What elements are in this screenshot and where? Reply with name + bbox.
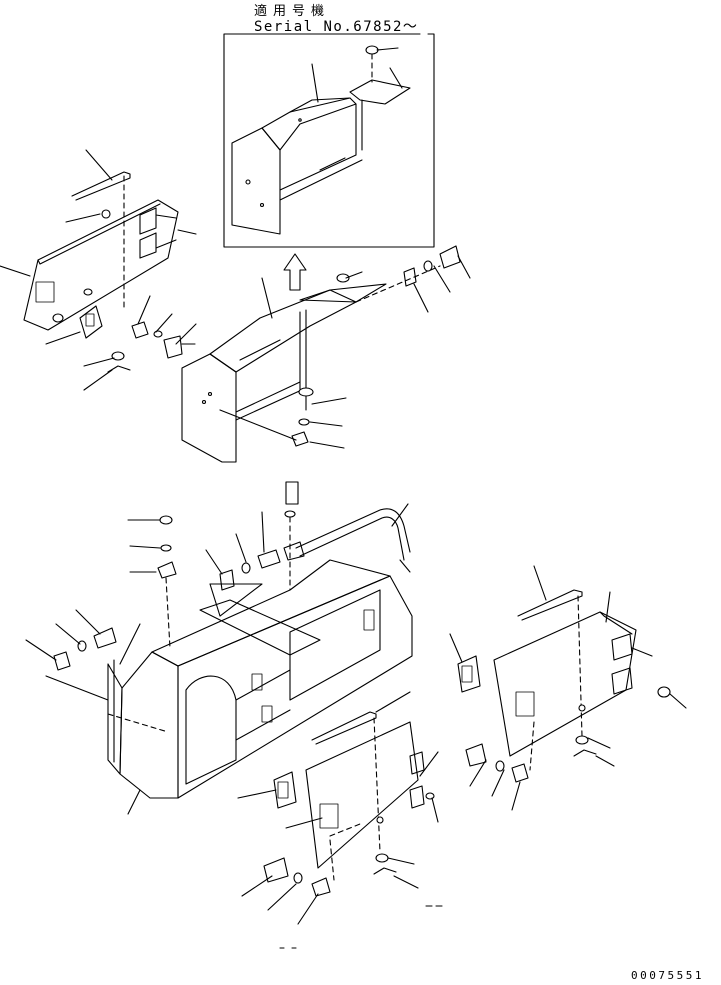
lower-cover	[237, 691, 443, 949]
inset-frame	[223, 33, 435, 248]
inset-top-plate	[261, 97, 357, 151]
up-arrow-icon	[283, 253, 307, 291]
cover-panel	[23, 199, 179, 331]
inset-detail	[223, 33, 435, 248]
right-panel	[493, 611, 637, 757]
upper-left-cover	[0, 149, 197, 391]
inset-bolt-head	[365, 45, 379, 55]
lower-panel	[305, 721, 419, 869]
right-cover	[449, 565, 687, 811]
inset-bracket-plate	[349, 79, 411, 105]
main-housing	[25, 481, 413, 815]
drawing-number: 00075551	[631, 969, 704, 982]
applicability-label: 適用号機	[254, 4, 331, 19]
serial-range-label: Serial No.67852～	[254, 19, 419, 35]
inset-side-panel	[231, 127, 281, 235]
middle-frame	[181, 245, 471, 463]
frame-side-panel	[181, 353, 237, 463]
housing-side	[119, 651, 179, 799]
